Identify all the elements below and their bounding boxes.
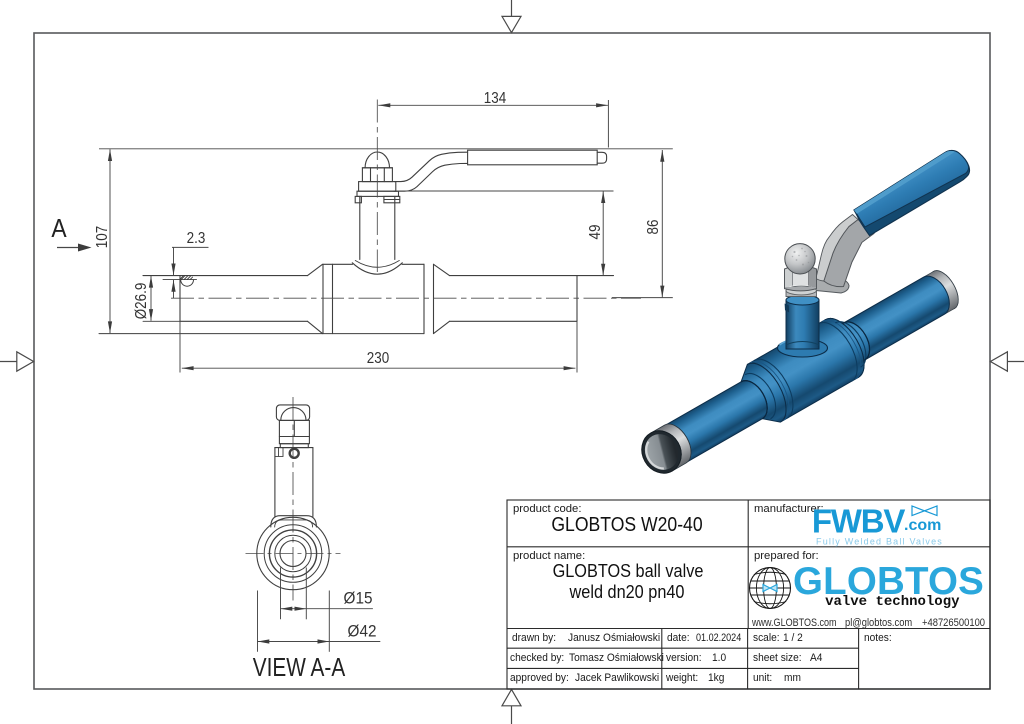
prepared-for-label: prepared for: (754, 550, 819, 562)
dim-stem-height: 49 (586, 224, 604, 239)
contact-phone: +48726500100 (922, 616, 986, 629)
unit-value: mm (783, 672, 801, 685)
weight-label: weight: (665, 672, 698, 685)
product-name-line1: GLOBTOS ball valve (552, 559, 703, 581)
sheet-size-value: A4 (809, 651, 822, 664)
sheet-size-label: sheet size: (752, 651, 802, 664)
product-code-label: product code: (513, 503, 582, 515)
section-view-title: VIEW A-A (252, 652, 345, 683)
version-value: 1.0 (711, 651, 726, 664)
dim-wall-thickness: 2.3 (186, 229, 206, 247)
product-name-label: product name: (513, 550, 586, 562)
fwbv-logo-suffix: .com (904, 517, 942, 534)
globtos-logo: GLOBTOS (793, 559, 985, 603)
unit-label: unit: (752, 672, 772, 685)
section-view (256, 404, 330, 591)
product-code-value: GLOBTOS W20-40 (550, 514, 703, 536)
dim-pipe-diameter: Ø26.9 (132, 282, 150, 319)
front-view (98, 149, 615, 335)
dimension-lines (57, 100, 673, 373)
fwbv-tagline: Fully Welded Ball Valves (815, 536, 944, 547)
scale-label: scale: (752, 631, 780, 644)
iso-valve (641, 149, 971, 474)
weight-value: 1kg (707, 672, 724, 685)
approved-by-label: approved by: (510, 672, 569, 685)
contact-email: pl@globtos.com (845, 616, 913, 629)
notes-label: notes: (864, 631, 892, 644)
date-label: date: (666, 631, 690, 644)
title-block-grid (506, 499, 991, 690)
fwbv-logo: FWBV (811, 502, 906, 540)
contact-website: www.GLOBTOS.com (751, 616, 837, 629)
globtos-globe-icon (748, 566, 792, 610)
dim-body-diameter: Ø42 (347, 621, 376, 641)
date-value: 01.02.2024 (696, 631, 742, 644)
drawn-by-label: drawn by: (512, 631, 557, 644)
product-name-line2: weld dn20 pn40 (569, 581, 684, 603)
checked-by-label: checked by: (510, 651, 565, 664)
dim-overall-height: 107 (94, 225, 111, 248)
version-label: version: (665, 651, 702, 664)
drawn-by-value: Janusz Ośmiałowski (568, 631, 661, 644)
checked-by-value: Tomasz Ośmiałowski (569, 651, 664, 664)
section-cut-label: A (50, 213, 67, 243)
dim-bore-diameter: Ø15 (343, 588, 372, 608)
manufacturer-label: manufacturer: (754, 503, 824, 515)
dim-overall-length: 230 (366, 349, 389, 367)
section-dimension-arrows (257, 606, 330, 644)
approved-by-value: Jacek Pawlikowski (575, 672, 660, 685)
dimension-arrows (78, 103, 665, 371)
fwbv-bowtie-icon (911, 505, 938, 517)
scale-value: 1 / 2 (782, 631, 803, 644)
dim-handle-height: 86 (644, 219, 662, 234)
globtos-logo-sub: valve technology (825, 594, 960, 610)
dim-handle-length: 134 (483, 89, 507, 107)
